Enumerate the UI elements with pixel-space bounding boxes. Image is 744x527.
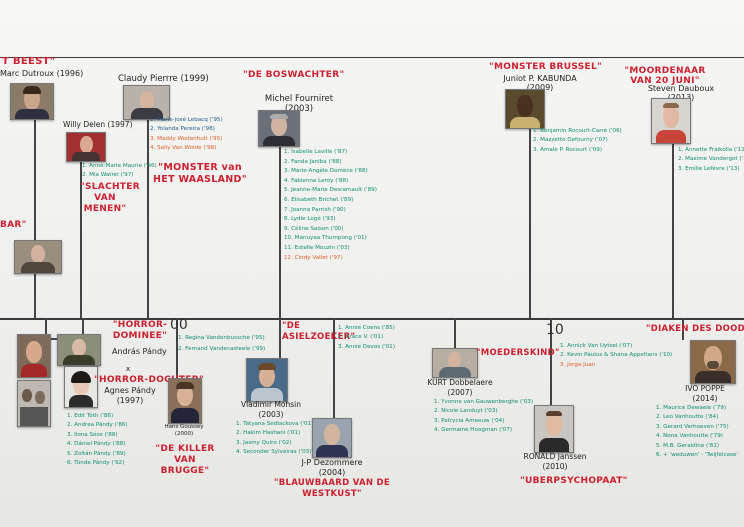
name-dutroux: Marc Dutroux (1996) <box>0 69 84 78</box>
name-andras: András Pándy <box>112 347 167 356</box>
connector-mohsin <box>279 318 281 358</box>
victims-janssen: 1. Annick Van Uytsel ('07)2. Kevin Paulu… <box>560 343 673 368</box>
victims-delen: 1. Anne-Marie Maurie ('96)2. Mia Watrel … <box>82 163 157 179</box>
victims-dobbelaere: 1. Yvonne van Gauwenberghe ('03)2. Nicol… <box>434 399 534 434</box>
name-agnes: Agnes Pándy (1997) <box>104 386 156 405</box>
connector-janssen <box>550 318 552 406</box>
photo-janssen <box>534 405 574 453</box>
photo-andras <box>17 334 51 378</box>
label-killer: "DE KILLER VAN BRUGGE" <box>155 444 215 476</box>
victims-kabunda: 1. Benjamin Rocourt-Carré ('06)2. Mazzet… <box>533 128 622 153</box>
photo-andras-2 <box>57 334 101 366</box>
connector-goussey <box>176 318 178 378</box>
name-goussey: Hans Goussey (2000) <box>164 424 204 437</box>
photo-goussey <box>168 378 202 424</box>
victims-poppe: 1. Maurice Dewaele ('79)2. Leo Vanhoutte… <box>656 405 738 459</box>
andras-agnes-x: x <box>126 365 131 373</box>
label-brussel: "MONSTER BRUSSEL" <box>489 62 602 72</box>
name-fourniret: Michel Fourniret (2003) <box>264 94 334 114</box>
name-kabunda: Juniot P. KABUNDA (2009) <box>503 74 577 92</box>
label-slachter: "SLACHTER VAN MENEN" <box>80 182 140 214</box>
name-dezommere: J-P Dezommere (2004) <box>301 458 363 477</box>
label-diaken: "DIAKEN DES DOODS" <box>646 324 744 334</box>
name-mohsin: Vladimir Mohsin (2003) <box>240 400 302 419</box>
photo-poppe <box>690 340 736 384</box>
name-delen: Willy Delen (1997) <box>63 120 133 129</box>
label-boswachter: "DE BOSWACHTER" <box>243 70 345 80</box>
connector-fourniret <box>279 145 281 318</box>
photo-fourniret <box>258 110 300 147</box>
name-dobbelaere: KURT Dobbelaere (2007) <box>427 378 493 397</box>
connector-pierre <box>147 118 149 318</box>
label-uberpsychopaat: "UBERPSYCHOPAAT" <box>520 476 628 486</box>
connector-dobbelaere <box>454 318 456 348</box>
name-dauboux: Steven Dauboux (2013) <box>647 84 715 102</box>
connector-poppe <box>682 318 684 340</box>
tick-00: 00 <box>170 317 188 333</box>
main-timeline <box>0 318 744 320</box>
photo-pandy-group <box>17 380 51 427</box>
photo-dauboux <box>651 98 691 144</box>
victims-dauboux: 1. Annette Fraikolla ('12)2. Maxime Vand… <box>678 147 744 172</box>
label-horror-dochter: "HORROR-DOCHTER" <box>94 375 205 385</box>
label-moordenaar: "MOORDENAAR VAN 20 JUNI" <box>624 66 706 86</box>
name-janssen: RONALD Janssen (2010) <box>523 452 587 471</box>
photo-mohsin <box>246 358 288 402</box>
victims-mohsin: 1. Regina Vandenbussche ('95)2. Fernand … <box>178 335 266 352</box>
photo-dobbelaere <box>432 348 478 378</box>
photo-kabunda <box>505 89 545 129</box>
photo-left-mid <box>14 240 62 274</box>
label-waasland: "MONSTER van HET WAASLAND" <box>153 162 247 185</box>
victims-agnes: 1. Edit Tóth ('86)2. Andrea Pándy ('86)3… <box>67 413 128 467</box>
photo-pierre <box>123 85 170 120</box>
label-bar: BAR" <box>0 220 27 230</box>
photo-delen <box>66 132 106 162</box>
victims-pierre: 1. Marie-josé Lebacq ('95)2. Yolanda Per… <box>150 117 223 152</box>
photo-agnes <box>64 366 98 408</box>
label-beest: T BEEST" <box>2 56 56 67</box>
connector-dutroux <box>34 118 36 318</box>
connector-agnes <box>82 318 84 334</box>
name-poppe: IVO POPPE (2014) <box>685 384 725 403</box>
connector-andras <box>45 318 47 338</box>
label-horror-dominee: "HORROR-DOMINEE" <box>112 320 168 341</box>
victims-fourniret: 1. Isabelle Laville ('87)2. Fanda Janiba… <box>284 149 377 261</box>
connector-dauboux <box>672 142 674 318</box>
label-asielzoeker: "DE ASIELZOEKER" <box>282 321 356 342</box>
name-pierre: Claudy Pierrre (1999) <box>118 74 209 84</box>
connector-delen <box>80 160 82 318</box>
label-blauwbaard: "BLAUWBAARD VAN DE WESTKUST" <box>273 478 391 499</box>
victims-asiel: 1. Tatyana Sedlackova ('01)2. Hakim Hash… <box>236 421 314 456</box>
photo-dutroux <box>10 83 54 120</box>
victims-dezommere: 1. Annie Coens ('85)2. Grace V. ('01)3. … <box>338 325 395 350</box>
tick-10: 10 <box>546 322 564 338</box>
top-timeline <box>0 57 744 59</box>
connector-dezommere <box>333 318 335 418</box>
connector-kabunda <box>529 128 531 318</box>
label-moederskind: "MOEDERSKIND" <box>476 348 560 358</box>
photo-dezommere <box>312 418 352 458</box>
